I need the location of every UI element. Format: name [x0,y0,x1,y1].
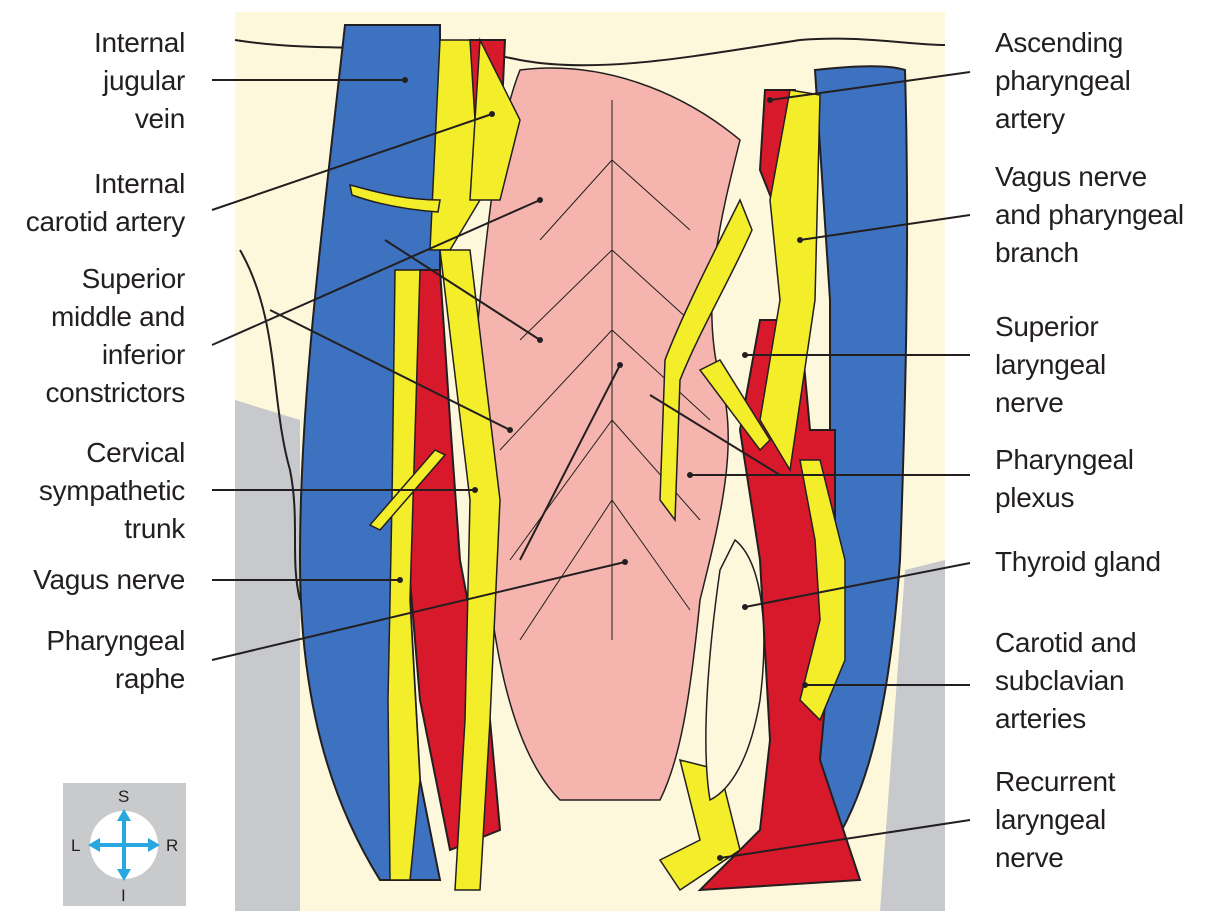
label-line: laryngeal [995,801,1115,839]
label-line: subclavian [995,662,1136,700]
label-line: nerve [995,384,1106,422]
label-pharyngeal-plexus: Pharyngeal plexus [995,441,1134,517]
label-line: plexus [995,479,1134,517]
label-line: sympathetic [39,472,185,510]
label-line: jugular [94,62,185,100]
label-line: Ascending [995,24,1131,62]
label-line: artery [995,100,1131,138]
label-internal-carotid-artery: Internal carotid artery [26,165,185,241]
label-thyroid-gland: Thyroid gland [995,543,1161,581]
compass-left: L [71,837,80,854]
label-line: nerve [995,839,1115,877]
label-line: vein [94,100,185,138]
label-line: middle and [45,298,185,336]
label-line: Internal [94,24,185,62]
compass-superior: S [118,788,129,805]
label-line: laryngeal [995,346,1106,384]
label-line: pharyngeal [995,62,1131,100]
label-line: branch [995,234,1184,272]
label-line: Vagus nerve [995,158,1184,196]
label-line: Vagus nerve [33,561,185,599]
label-line: Cervical [39,434,185,472]
label-line: constrictors [45,374,185,412]
label-superior-laryngeal-nerve: Superior laryngeal nerve [995,308,1106,422]
label-line: Carotid and [995,624,1136,662]
label-line: Pharyngeal [995,441,1134,479]
compass-inferior: I [121,887,126,904]
compass-right: R [166,837,178,854]
orientation-compass: S I L R [63,783,186,906]
label-ascending-pharyngeal-artery: Ascending pharyngeal artery [995,24,1131,138]
label-carotid-subclavian-arteries: Carotid and subclavian arteries [995,624,1136,738]
label-recurrent-laryngeal-nerve: Recurrent laryngeal nerve [995,763,1115,877]
label-line: inferior [45,336,185,374]
label-line: Pharyngeal [46,622,185,660]
label-vagus-nerve-pharyngeal-branch: Vagus nerve and pharyngeal branch [995,158,1184,272]
label-pharyngeal-raphe: Pharyngeal raphe [46,622,185,698]
label-line: Thyroid gland [995,543,1161,581]
label-line: trunk [39,510,185,548]
label-cervical-sympathetic-trunk: Cervical sympathetic trunk [39,434,185,548]
label-line: Recurrent [995,763,1115,801]
label-internal-jugular-vein: Internal jugular vein [94,24,185,138]
label-line: carotid artery [26,203,185,241]
label-constrictors: Superior middle and inferior constrictor… [45,260,185,412]
label-line: Internal [26,165,185,203]
label-line: Superior [995,308,1106,346]
label-line: Superior [45,260,185,298]
label-line: arteries [995,700,1136,738]
label-vagus-nerve: Vagus nerve [33,561,185,599]
label-line: and pharyngeal [995,196,1184,234]
label-line: raphe [46,660,185,698]
